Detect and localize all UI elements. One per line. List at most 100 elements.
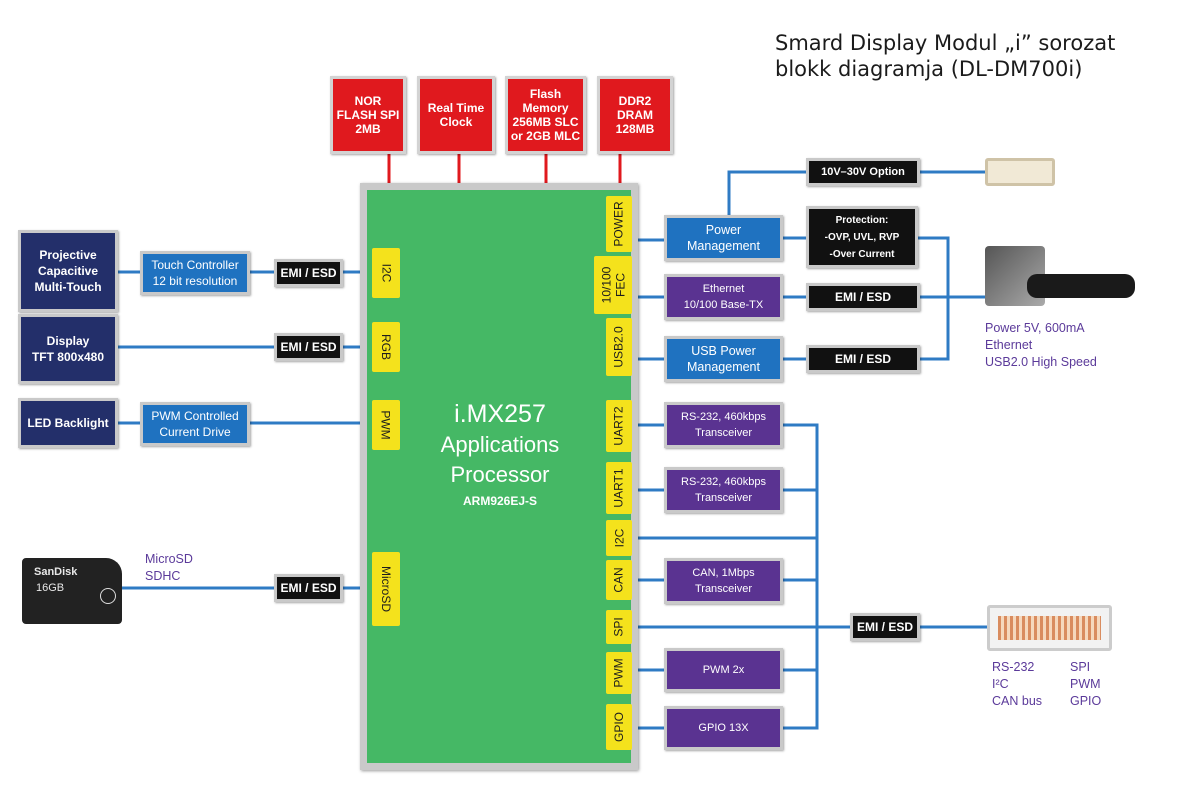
display-line1: Display	[46, 334, 90, 348]
usb-power-line1: USB Power	[691, 344, 756, 358]
usb-power-management-block: USB Power Management	[664, 336, 783, 382]
nor-flash-line3: 2MB	[355, 122, 381, 136]
ethernet-block: Ethernet 10/100 Base-TX	[664, 274, 783, 320]
ddr2-line1: DDR2	[618, 94, 652, 108]
processor-core: ARM926EJ-S	[462, 494, 538, 508]
ddr2-line3: 128MB	[615, 122, 655, 136]
led-backlight-block: LED Backlight	[18, 398, 118, 448]
conn-note-left-line2: I²C	[992, 677, 1009, 691]
pwm-current-drive-block: PWM Controlled Current Drive	[140, 402, 250, 446]
cable-note-line1: Power 5V, 600mA	[985, 321, 1085, 335]
rtc-line1: Real Time	[427, 101, 485, 115]
touch-controller-line2: 12 bit resolution	[152, 274, 238, 288]
protection-line2: -OVP, UVL, RVP	[824, 231, 900, 243]
conn-note-left-line1: RS-232	[992, 660, 1035, 674]
rs232-a-line1: RS-232, 460kbps	[681, 411, 766, 423]
projective-line2: Capacitive	[37, 264, 99, 278]
emi-esd-microsd: EMI / ESD	[274, 574, 343, 602]
sd-logo-icon	[100, 588, 116, 604]
microsd-note-line2: SDHC	[145, 569, 181, 583]
conn-note-left-line3: CAN bus	[992, 694, 1043, 708]
pin-right-power: POWER	[606, 196, 632, 252]
emi-esd-expansion: EMI / ESD	[850, 613, 920, 641]
processor-block	[360, 183, 638, 770]
touch-controller-line1: Touch Controller	[151, 258, 239, 272]
pwm-drive-line2: Current Drive	[159, 425, 231, 439]
pwm-2x-block: PWM 2x	[664, 648, 783, 692]
flash-memory-line4: or 2GB MLC	[510, 129, 581, 143]
power-management-line2: Management	[687, 239, 760, 253]
microsd-card-image: SanDisk 16GB	[22, 558, 122, 624]
rs232-b-line2: Transceiver	[694, 492, 753, 504]
rs232-transceiver-a: RS-232, 460kbps Transceiver	[664, 402, 783, 448]
pin-right-uart1: UART1	[606, 462, 632, 514]
pin-left-pwm: PWM	[372, 400, 400, 450]
flash-memory-line1: Flash	[529, 87, 562, 101]
conn-note-right-line3: GPIO	[1070, 694, 1102, 708]
pwm-drive-line1: PWM Controlled	[151, 409, 239, 423]
ethernet-line1: Ethernet	[702, 283, 745, 295]
processor-line2: Applications	[440, 432, 560, 457]
pin-right-i2c: I2C	[606, 520, 632, 556]
pin-right-can: CAN	[606, 560, 632, 600]
power-connector-image	[985, 158, 1055, 186]
projective-touch-block: Projective Capacitive Multi-Touch	[18, 230, 118, 312]
display-line2: TFT 800x480	[31, 350, 105, 364]
ethernet-line2: 10/100 Base-TX	[683, 299, 764, 311]
connector-notes-right: SPI PWM GPIO	[1070, 659, 1101, 710]
processor-line3: Processor	[450, 462, 550, 487]
expansion-connector-image	[987, 605, 1112, 651]
flash-memory-line3: 256MB SLC	[512, 115, 579, 129]
processor-label: i.MX257 Applications Processor ARM926EJ-…	[400, 398, 600, 512]
rs232-transceiver-b: RS-232, 460kbps Transceiver	[664, 467, 783, 513]
emi-esd-display: EMI / ESD	[274, 333, 343, 361]
rs232-a-line2: Transceiver	[694, 427, 753, 439]
nor-flash-line1: NOR	[354, 94, 382, 108]
flash-memory-block: Flash Memory 256MB SLC or 2GB MLC	[505, 76, 586, 154]
projective-line1: Projective	[39, 248, 97, 262]
ddr2-block: DDR2 DRAM 128MB	[597, 76, 673, 154]
cable-notes: Power 5V, 600mA Ethernet USB2.0 High Spe…	[985, 320, 1097, 371]
protection-block: Protection: -OVP, UVL, RVP -Over Current	[806, 206, 918, 268]
rtc-block: Real Time Clock	[417, 76, 495, 154]
microsd-note-line1: MicroSD	[145, 552, 193, 566]
can-transceiver: CAN, 1Mbps Transceiver	[664, 558, 783, 604]
rs232-b-line1: RS-232, 460kbps	[681, 476, 766, 488]
pin-right-usb: USB2.0	[606, 318, 632, 376]
connector-notes-left: RS-232 I²C CAN bus	[992, 659, 1042, 710]
diagram-title-line2: blokk diagramja (DL-DM700i)	[775, 57, 1083, 81]
pin-right-gpio: GPIO	[606, 704, 632, 750]
conn-note-right-line1: SPI	[1070, 660, 1091, 674]
nor-flash-line2: FLASH SPI	[336, 108, 400, 122]
pin-right-uart2: UART2	[606, 400, 632, 452]
can-line1: CAN, 1Mbps	[692, 567, 755, 579]
emi-esd-touch: EMI / ESD	[274, 259, 343, 287]
pin-left-i2c: I2C	[372, 248, 400, 298]
usb-power-line2: Management	[687, 360, 760, 374]
projective-line3: Multi-Touch	[34, 280, 102, 294]
sd-capacity: 16GB	[36, 582, 65, 594]
diagram-title-line1: Smard Display Modul „i” sorozat	[775, 31, 1116, 55]
nor-flash-block: NOR FLASH SPI 2MB	[330, 76, 406, 154]
cable-note-line3: USB2.0 High Speed	[985, 355, 1097, 369]
rtc-line2: Clock	[439, 115, 473, 129]
protection-line3: -Over Current	[829, 248, 895, 260]
ddr2-line2: DRAM	[617, 108, 653, 122]
pin-right-pwm: PWM	[606, 652, 632, 694]
voltage-option-block: 10V–30V Option	[806, 158, 920, 186]
gpio-13x-block: GPIO 13X	[664, 706, 783, 750]
can-line2: Transceiver	[694, 583, 753, 595]
power-management-block: Power Management	[664, 215, 783, 261]
sd-brand: SanDisk	[34, 566, 78, 578]
pin-right-spi: SPI	[606, 610, 632, 644]
flash-memory-line2: Memory	[522, 101, 569, 115]
processor-name: i.MX257	[454, 400, 546, 428]
power-management-line1: Power	[705, 223, 742, 237]
pin-left-microsd: MicroSD	[372, 552, 400, 626]
microsd-note: MicroSD SDHC	[145, 551, 193, 585]
display-block: Display TFT 800x480	[18, 314, 118, 384]
touch-controller-block: Touch Controller 12 bit resolution	[140, 251, 250, 295]
conn-note-right-line2: PWM	[1070, 677, 1101, 691]
